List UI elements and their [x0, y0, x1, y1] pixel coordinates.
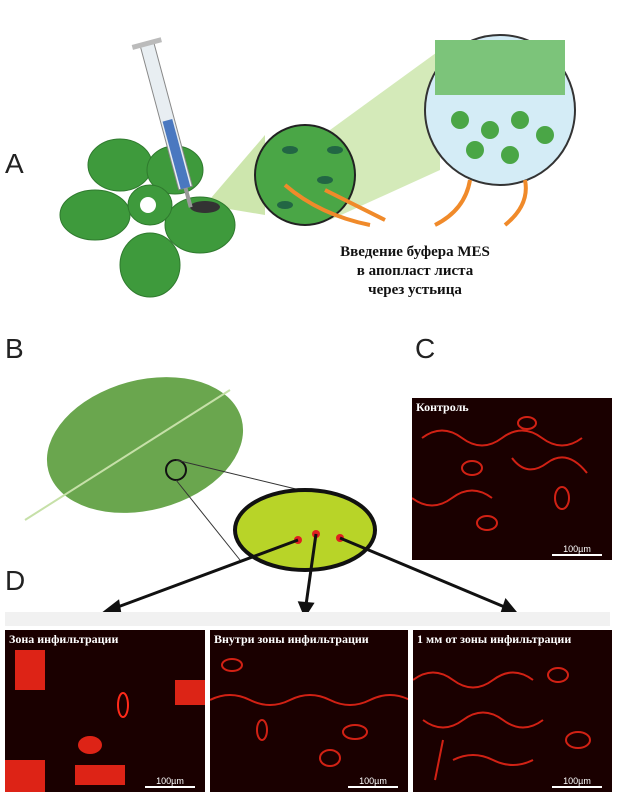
plant-icon: [59, 138, 236, 298]
label-c: C: [415, 333, 436, 364]
label-a: A: [5, 148, 24, 179]
leaf-photo: [24, 377, 244, 521]
scale-bar: 100µm: [552, 544, 602, 556]
infiltration-zone-micrograph: Зона инфильтрации 100µm: [5, 630, 205, 792]
caption-line-3: через устьица: [368, 282, 462, 298]
panel-title: Внутри зоны инфильтрации: [214, 632, 369, 646]
syringe-icon: [131, 37, 193, 208]
scale-bar: 100µm: [145, 776, 195, 788]
leaf-surface-circle: [254, 124, 356, 226]
zoom-cone-2: [330, 50, 440, 220]
panel-title: Зона инфильтрации: [9, 632, 119, 646]
scale-bar: 100µm: [552, 776, 602, 788]
one-mm-from-zone-micrograph: 1 мм от зоны инфильтрации 100µm: [413, 630, 612, 792]
buffer-flow-arrows: [283, 179, 528, 227]
pointer-arrows: [101, 533, 518, 619]
caption-line-1: Введение буфера MES: [340, 244, 490, 260]
panel-title: Контроль: [416, 400, 469, 414]
scale-bar: 100µm: [348, 776, 398, 788]
leaf-cross-section-circle: [424, 34, 576, 186]
zoom-cone-1: [205, 135, 265, 215]
control-micrograph: Контроль 100µm: [412, 398, 612, 560]
injection-site: [190, 201, 220, 213]
inside-zone-micrograph: Внутри зоны инфильтрации 100µm: [210, 630, 408, 792]
label-b: B: [5, 333, 24, 364]
caption-line-2: в апопласт листа: [356, 263, 474, 279]
leaf-zoom-ellipse: [233, 488, 377, 572]
panel-title: 1 мм от зоны инфильтрации: [417, 632, 572, 646]
label-d: D: [5, 565, 26, 596]
